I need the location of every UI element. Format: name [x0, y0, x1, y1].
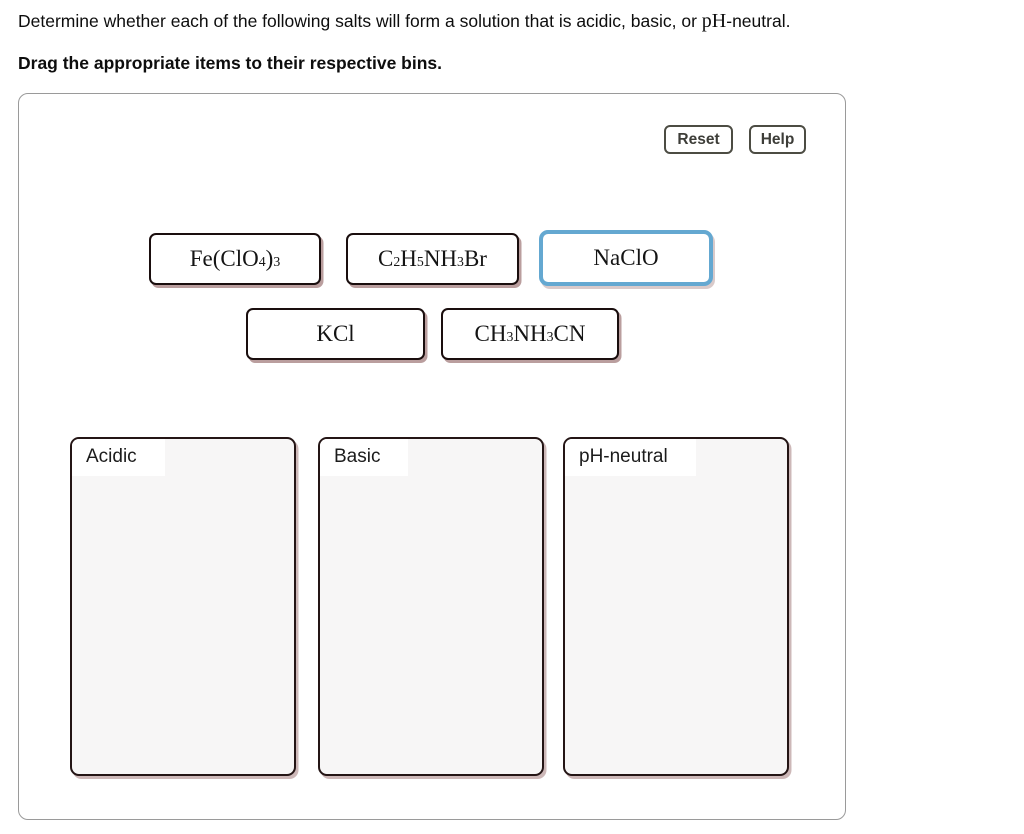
- question-text-prefix: Determine whether each of the following …: [18, 11, 702, 31]
- bin-acidic[interactable]: Acidic: [70, 437, 296, 776]
- drag-item-kcl[interactable]: KCl: [246, 308, 425, 360]
- bin-ph-neutral[interactable]: pH-neutral: [563, 437, 789, 776]
- instruction-text: Drag the appropriate items to their resp…: [18, 53, 442, 73]
- question-text: Determine whether each of the following …: [18, 10, 790, 33]
- question-text-suffix: -neutral.: [726, 11, 791, 31]
- help-button[interactable]: Help: [749, 125, 806, 154]
- drag-item-naclo[interactable]: NaClO: [539, 230, 713, 286]
- ph-symbol: pH: [701, 10, 727, 32]
- reset-button[interactable]: Reset: [664, 125, 733, 154]
- bin-acidic-label: Acidic: [72, 439, 165, 476]
- bin-ph-neutral-label: pH-neutral: [565, 439, 696, 476]
- bin-basic[interactable]: Basic: [318, 437, 544, 776]
- bin-basic-label: Basic: [320, 439, 409, 476]
